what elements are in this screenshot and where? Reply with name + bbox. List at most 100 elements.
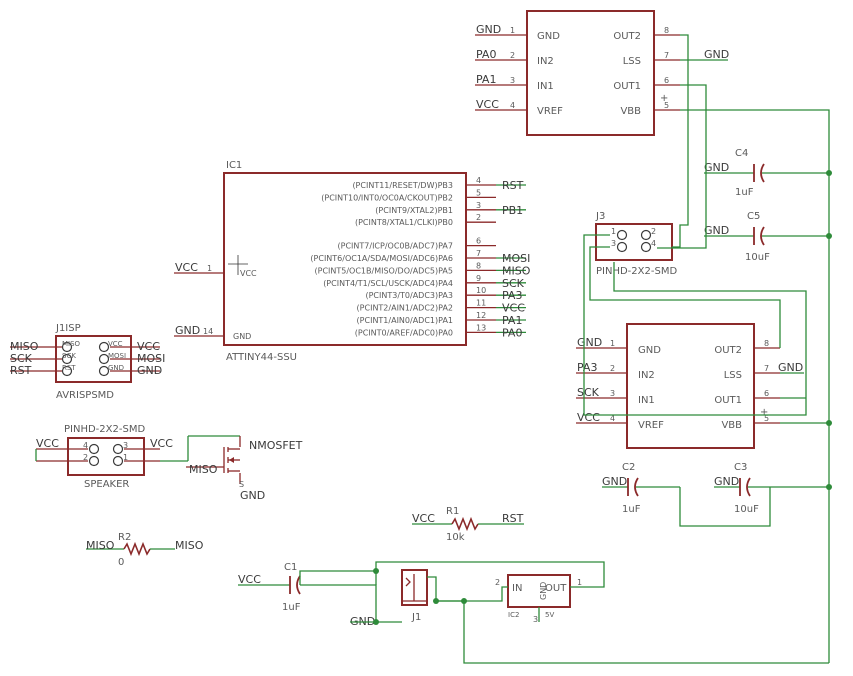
ic1-attiny44[interactable]: IC1 ATTINY44-SSU VCC 1 VCC GND 14 GND (P… (174, 160, 531, 363)
speaker-value: PINHD-2X2-SMD (64, 424, 145, 435)
pad-label: RST (62, 364, 76, 372)
net-label: PA1 (476, 73, 496, 86)
pin-name: VREF (638, 420, 664, 431)
pin-name: GND (537, 31, 560, 42)
net-label: GND (704, 48, 729, 61)
pin-number: 1 (611, 227, 616, 236)
net-label: GND (704, 161, 729, 174)
speaker-header[interactable]: PINHD-2X2-SMD SPEAKER 4 3 2 1 VCC VCC (36, 424, 173, 490)
power-jack-j1[interactable]: J1 (401, 569, 428, 623)
pin-number: 3 (510, 76, 515, 85)
ic1-pin-name: (PCINT3/T0/ADC3)PA3 (365, 291, 453, 300)
net-label: VCC (412, 512, 435, 525)
junctions (373, 170, 832, 625)
j3-value: PINHD-2X2-SMD (596, 266, 677, 277)
net-label: MISO (10, 340, 39, 353)
pin-number: 7 (664, 51, 669, 60)
net-label: PA3 (577, 361, 597, 374)
net-label: MOSI (137, 352, 165, 365)
ic1-net-label: RST (502, 179, 524, 192)
net-label: VCC (150, 437, 173, 450)
motor-driver-top[interactable]: GND PA0 PA1 VCC 1 2 3 4 GND IN2 IN1 VREF… (475, 10, 680, 136)
capacitor-c5[interactable]: GND C5 10uF (704, 211, 829, 263)
net-label: MISO (189, 463, 218, 476)
pin-number: 2 (510, 51, 515, 60)
resistor-value: 0 (118, 557, 124, 568)
ic1-net-label: MOSI (502, 252, 530, 265)
pin-name: OUT1 (613, 81, 641, 92)
ic1-value: ATTINY44-SSU (226, 352, 297, 363)
cap-ref: C5 (747, 211, 760, 222)
ic1-pin-number: 12 (476, 311, 486, 320)
net-label: GND (240, 489, 265, 502)
nmosfet[interactable]: NMOSFET MISO S GND (186, 436, 303, 502)
ic1-pin-name: (PCINT7/ICP/OC0B/ADC7)PA7 (338, 242, 453, 251)
mosfet-source: S (239, 480, 244, 489)
ic1-pin-name: (PCINT4/T1/SCL/USCK/ADC4)PA4 (323, 279, 453, 288)
j3-header[interactable]: J3 PINHD-2X2-SMD 3 1 2 4 (595, 211, 677, 277)
ic1-pin-number: 9 (476, 274, 481, 283)
net-label: MISO (175, 539, 204, 552)
mosfet-value: NMOSFET (249, 439, 303, 452)
pad-label: MISO (62, 340, 81, 348)
ic1-pin-name: (PCINT10/INT0/OC0A/CKOUT)PB2 (321, 193, 453, 202)
ic2-gnd: GND (539, 582, 548, 600)
resistor-ref: R2 (118, 532, 131, 543)
ic1-pin-number: 6 (476, 237, 481, 246)
ic1-pin-number: 7 (476, 249, 481, 258)
pin-name: GND (638, 345, 661, 356)
ic1-pin-number: 10 (476, 286, 486, 295)
pin-number: 3 (610, 389, 615, 398)
resistor-r1[interactable]: VCC RST R1 10k (412, 506, 524, 543)
pin-number: 2 (495, 578, 500, 587)
capacitor-c1[interactable]: VCC C1 1uF (238, 562, 301, 613)
ic1-pin-number: 13 (476, 323, 486, 332)
pin-name: IN2 (537, 56, 554, 67)
pad-label: GND (108, 364, 124, 372)
net-label: VCC (476, 98, 499, 111)
pad-label: VCC (108, 340, 123, 348)
pin-number: 4 (610, 414, 615, 423)
j3-ref: J3 (595, 211, 605, 222)
pin-name: IN1 (537, 81, 554, 92)
pin-number: 6 (664, 76, 669, 85)
net-label: GND (714, 475, 739, 488)
cap-value: 1uF (735, 187, 754, 198)
ic1-pin-number: 2 (476, 213, 481, 222)
cap-ref: C4 (735, 148, 748, 159)
net-label: SCK (10, 352, 33, 365)
resistor-r2[interactable]: MISO MISO R2 0 (86, 532, 204, 568)
ic1-pin-name: (PCINT1/AIN0/ADC1)PA1 (357, 316, 453, 325)
pad-label: SCK (62, 352, 76, 360)
plus-marker: + (760, 407, 768, 418)
pin-number: 1 (510, 26, 515, 35)
pin-number: 2 (651, 227, 656, 236)
net-label: GND (704, 224, 729, 237)
pin-number: 7 (764, 364, 769, 373)
pad-label: MOSI (108, 352, 126, 360)
pin-number: 1 (207, 264, 212, 273)
capacitor-c3[interactable]: GND C3 10uF (714, 462, 829, 515)
net-label: VCC (577, 411, 600, 424)
j1isp-header[interactable]: J1ISP AVRISPSMD MISO SCK RST VCC MOSI GN… (10, 323, 165, 401)
pin-name: OUT2 (714, 345, 742, 356)
cap-value: 10uF (734, 504, 759, 515)
pin-number: 5 (764, 414, 769, 423)
pin-number: 1 (123, 453, 128, 462)
motor-driver-bottom[interactable]: GND PA3 SCK VCC 1 2 3 4 GND IN2 IN1 VREF… (576, 323, 780, 449)
ic1-net-label: PA1 (502, 314, 522, 327)
net-label: VCC (175, 261, 198, 274)
pin-number: 1 (610, 339, 615, 348)
ic1-pin-name: (PCINT8/XTAL1/CLKI)PB0 (355, 218, 453, 227)
net-label: MISO (86, 539, 115, 552)
capacitor-c2[interactable]: GND C2 1uF (602, 462, 680, 515)
pin-number: 2 (83, 453, 88, 462)
pin-number: 6 (764, 389, 769, 398)
capacitor-c4[interactable]: GND C4 1uF (704, 148, 829, 198)
ic2-ref: IC2 (508, 611, 519, 619)
ic1-pin-name: (PCINT6/OC1A/SDA/MOSI/ADC6)PA6 (310, 254, 453, 263)
pin-number: 3 (123, 441, 128, 450)
pin-number: 4 (83, 441, 88, 450)
pin-name: VREF (537, 106, 563, 117)
